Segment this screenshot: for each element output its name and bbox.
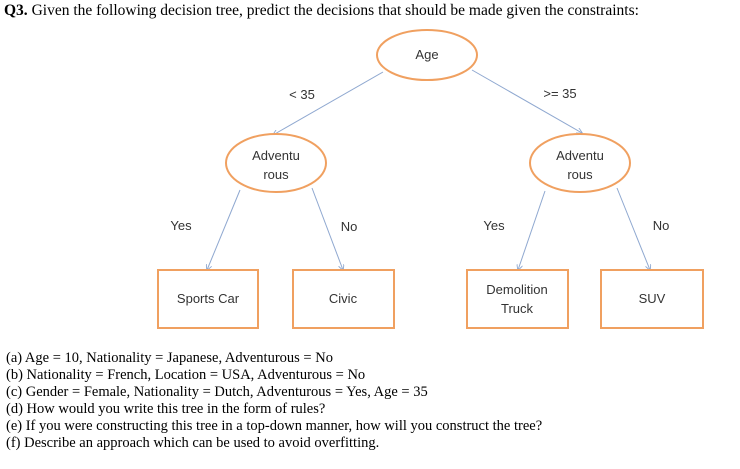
edge-label-right-no: No [653, 218, 670, 233]
decision-tree-diagram: < 35 >= 35 Yes No Yes No Age Adventu rou… [157, 29, 704, 329]
node-adventurous-right-line2: rous [567, 167, 593, 182]
node-age-label: Age [415, 47, 438, 62]
edge-root-right [471, 69, 582, 133]
question-heading: Q3. Given the following decision tree, p… [4, 2, 639, 20]
edge-label-right-yes: Yes [483, 218, 505, 233]
part-a: (a) Age = 10, Nationality = Japanese, Ad… [6, 350, 333, 366]
leaf-demolition-truck-line2: Truck [501, 301, 534, 316]
node-adventurous-left-line2: rous [263, 167, 289, 182]
part-b: (b) Nationality = French, Location = USA… [6, 367, 366, 383]
part-f: (f) Describe an approach which can be us… [6, 435, 380, 451]
leaf-suv-label: SUV [639, 291, 666, 306]
leaf-civic: Civic [292, 269, 395, 329]
edge-left-no [311, 187, 343, 270]
edge-label-left-yes: Yes [170, 218, 192, 233]
edge-root-left [273, 71, 384, 135]
part-c: (c) Gender = Female, Nationality = Dutch… [6, 384, 428, 400]
part-e: (e) If you were constructing this tree i… [6, 418, 543, 434]
leaf-sports-car: Sports Car [157, 269, 259, 329]
node-adventurous-right-line1: Adventu [556, 148, 604, 163]
node-age: Age [376, 29, 478, 81]
edge-label-left-no: No [341, 219, 358, 234]
leaf-demolition-truck-line1: Demolition [486, 282, 547, 297]
node-adventurous-right: Adventu rous [529, 133, 631, 193]
part-d: (d) How would you write this tree in the… [6, 401, 326, 417]
leaf-suv: SUV [600, 269, 704, 329]
leaf-demolition-truck: Demolition Truck [466, 269, 569, 329]
edge-right-yes [518, 190, 546, 270]
leaf-civic-label: Civic [329, 291, 358, 306]
question-text: Given the following decision tree, predi… [31, 2, 639, 19]
node-adventurous-left-line1: Adventu [252, 148, 300, 163]
question-parts-list: (a) Age = 10, Nationality = Japanese, Ad… [6, 350, 542, 452]
node-adventurous-left: Adventu rous [225, 133, 327, 193]
edge-left-yes [207, 189, 241, 270]
edge-right-no [616, 187, 650, 270]
leaf-sports-car-label: Sports Car [177, 291, 240, 306]
edge-label-lt35: < 35 [289, 87, 315, 102]
question-number: Q3. [4, 2, 28, 19]
edge-label-gte35: >= 35 [543, 86, 576, 101]
